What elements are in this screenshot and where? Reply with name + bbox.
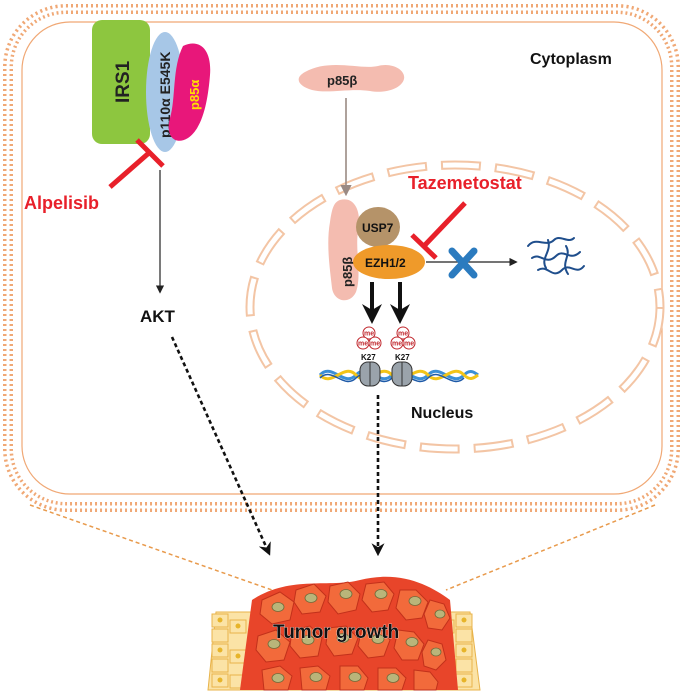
usp7-protein (356, 207, 400, 247)
me-mark: me (358, 341, 368, 348)
k27-label-left: K27 (361, 353, 376, 362)
methyl-marks-left: me me me (356, 326, 382, 350)
me-mark: me (404, 341, 414, 348)
p85b-nuc-protein (328, 199, 360, 301)
degraded-protein-icon (527, 237, 585, 275)
me-mark: me (398, 331, 408, 338)
me-mark: me (370, 341, 380, 348)
alpelisib-inhibition (108, 138, 165, 189)
akt-to-tumor-arrow (170, 336, 271, 556)
cell-membrane (3, 4, 680, 512)
cytoplasm-label: Cytoplasm (530, 51, 612, 68)
p85a-label: p85α (187, 80, 202, 110)
pi3k-complex: IRS1 p110α E545K p85α (92, 20, 211, 152)
tazemetostat-label: Tazemetostat (408, 173, 522, 193)
p110a-label: p110α E545K (157, 52, 173, 138)
zoom-guide-left (29, 504, 273, 591)
ezh-label: EZH1/2 (365, 256, 406, 270)
p85b-cyto-label: p85β (327, 73, 357, 88)
me-mark: me (364, 331, 374, 338)
p85a-protein (168, 43, 211, 141)
nucleosome-left (359, 361, 381, 387)
tazemetostat-inhibition (410, 201, 467, 260)
tumor-growth-label: Tumor growth (273, 622, 399, 643)
nucleus-envelope (245, 160, 665, 454)
irs1-label: IRS1 (113, 60, 134, 103)
zoom-guide-right (445, 504, 656, 591)
k27-label-right: K27 (395, 353, 410, 362)
akt-label: AKT (140, 307, 176, 326)
methyl-marks-right: me me me (390, 326, 416, 350)
p85b-cyto-protein (298, 64, 405, 92)
me-mark: me (392, 341, 402, 348)
nucleosome-right (391, 361, 413, 387)
usp7-label: USP7 (362, 221, 394, 235)
ezh-protein (353, 245, 425, 279)
blocked-x-icon (448, 247, 478, 279)
alpelisib-label: Alpelisib (24, 193, 99, 213)
tumor-tissue (207, 576, 481, 691)
nucleus-label: Nucleus (411, 405, 473, 422)
irs1-protein (92, 20, 150, 144)
p85b-nuc-label: p85β (340, 257, 355, 287)
